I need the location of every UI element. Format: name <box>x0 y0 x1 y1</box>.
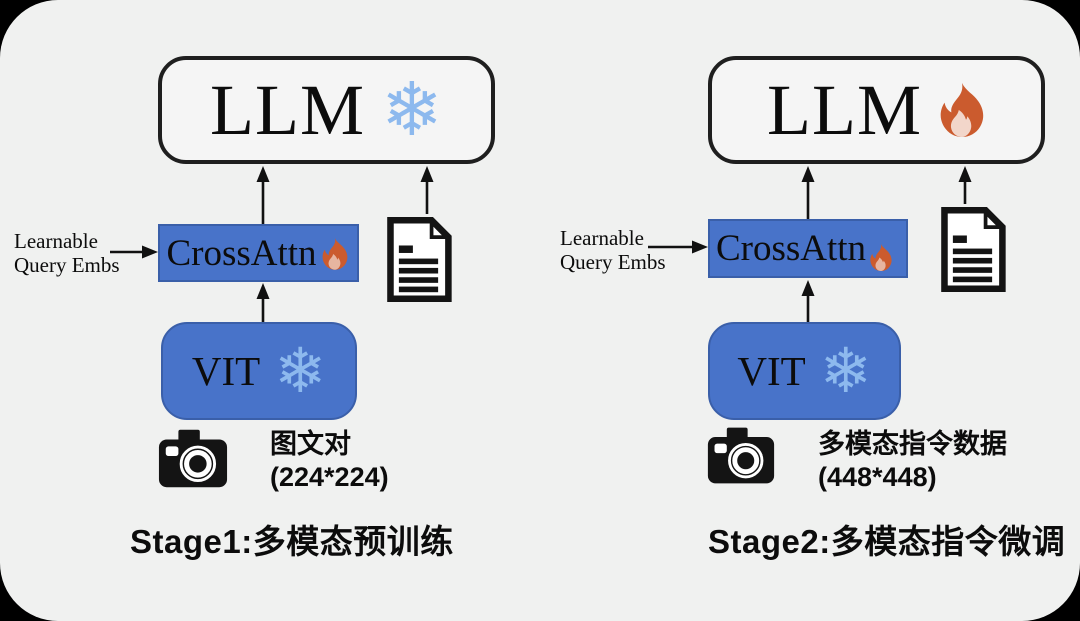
arrow-vit-to-crossattn <box>256 283 270 323</box>
query-embs-line2: Query Embs <box>14 252 120 277</box>
crossattn-box: CrossAttn <box>708 219 908 278</box>
flame-icon <box>322 238 348 270</box>
arrow-crossattn-to-llm <box>801 166 815 219</box>
vit-label: VIT <box>191 347 261 394</box>
vit-box: VIT ❄ <box>708 322 901 420</box>
flame-icon <box>870 244 892 271</box>
snowflake-icon: ❄ <box>274 334 327 407</box>
snowflake-icon: ❄ <box>380 67 443 153</box>
llm-box: LLM <box>708 56 1045 164</box>
arrow-vit-to-crossattn <box>801 280 815 322</box>
data-label-line1: 图文对 <box>270 429 351 459</box>
query-embs-label: Learnable Query Embs <box>560 226 666 274</box>
stage-caption: Stage1:多模态预训练 <box>130 523 454 560</box>
arrow-crossattn-to-llm <box>256 166 270 226</box>
document-icon <box>387 216 452 303</box>
query-embs-line1: Learnable <box>560 226 644 250</box>
crossattn-label: CrossAttn <box>715 228 867 269</box>
vit-box: VIT ❄ <box>161 322 357 420</box>
arrow-query-to-crossattn <box>648 240 708 254</box>
query-embs-line1: Learnable <box>14 229 98 253</box>
camera-icon <box>707 427 775 484</box>
data-label-line2: (224*224) <box>270 462 389 492</box>
arrow-document-to-llm <box>420 166 434 214</box>
vit-label: VIT <box>737 347 806 394</box>
stage-caption: Stage2:多模态指令微调 <box>708 523 1066 560</box>
data-label-line1: 多模态指令数据 <box>818 429 1007 459</box>
crossattn-label: CrossAttn <box>166 232 317 274</box>
snowflake-icon: ❄ <box>819 334 872 407</box>
document-icon <box>941 206 1006 293</box>
query-embs-label: Learnable Query Embs <box>14 229 120 277</box>
data-label: 图文对 (224*224) <box>270 428 389 494</box>
data-label-line2: (448*448) <box>818 462 937 492</box>
crossattn-box: CrossAttn <box>158 224 359 282</box>
llm-label: LLM <box>767 70 922 150</box>
arrow-document-to-llm <box>958 166 972 204</box>
llm-box: LLM ❄ <box>158 56 495 164</box>
data-label: 多模态指令数据 (448*448) <box>818 428 1007 494</box>
camera-icon <box>158 429 228 488</box>
arrow-query-to-crossattn <box>110 245 158 259</box>
llm-label: LLM <box>210 70 365 150</box>
flame-icon <box>940 83 984 137</box>
query-embs-line2: Query Embs <box>560 249 666 274</box>
